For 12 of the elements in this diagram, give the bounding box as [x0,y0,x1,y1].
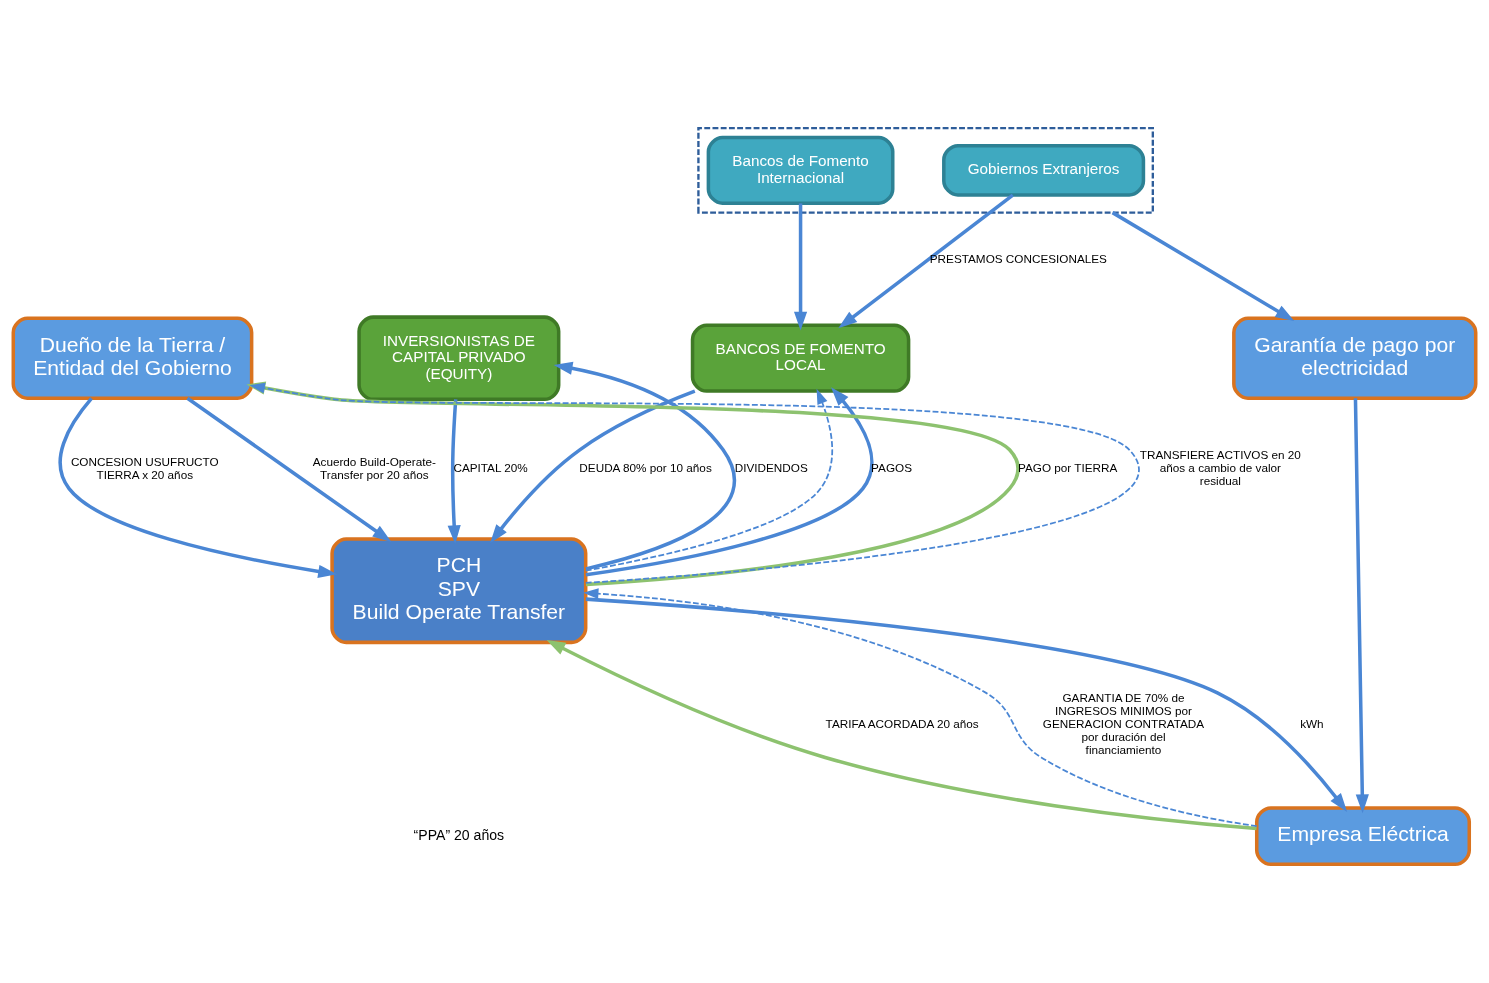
edge-label: PAGO por TIERRA [1018,461,1118,475]
label: “PPA” 20 años [413,826,505,843]
edge-label: PRESTAMOS CONCESIONALES [929,252,1107,266]
edge-label: GARANTIA DE 70% de INGRESOS MINIMOS por GENERACION CONTRATADA por duración del financiamiento [1042,691,1205,756]
edge-label: TRANSFIERE ACTIVOS en 20 años a cambio de valor residual [1139,448,1301,488]
edge-label: DEUDA 80% por 10 años [579,461,712,475]
edge-label: CAPITAL 20% [453,461,528,475]
edge-label: CONCESION USUFRUCTO TIERRA x 20 años [70,454,219,481]
edge-label: kWh [1300,717,1324,731]
edge-label: DIVIDENDOS [734,461,808,475]
edge-label: Acuerdo Build-Operate-Transfer por 20 años [312,454,436,481]
edge-label: TARIFA ACORDADA 20 años [825,717,979,731]
